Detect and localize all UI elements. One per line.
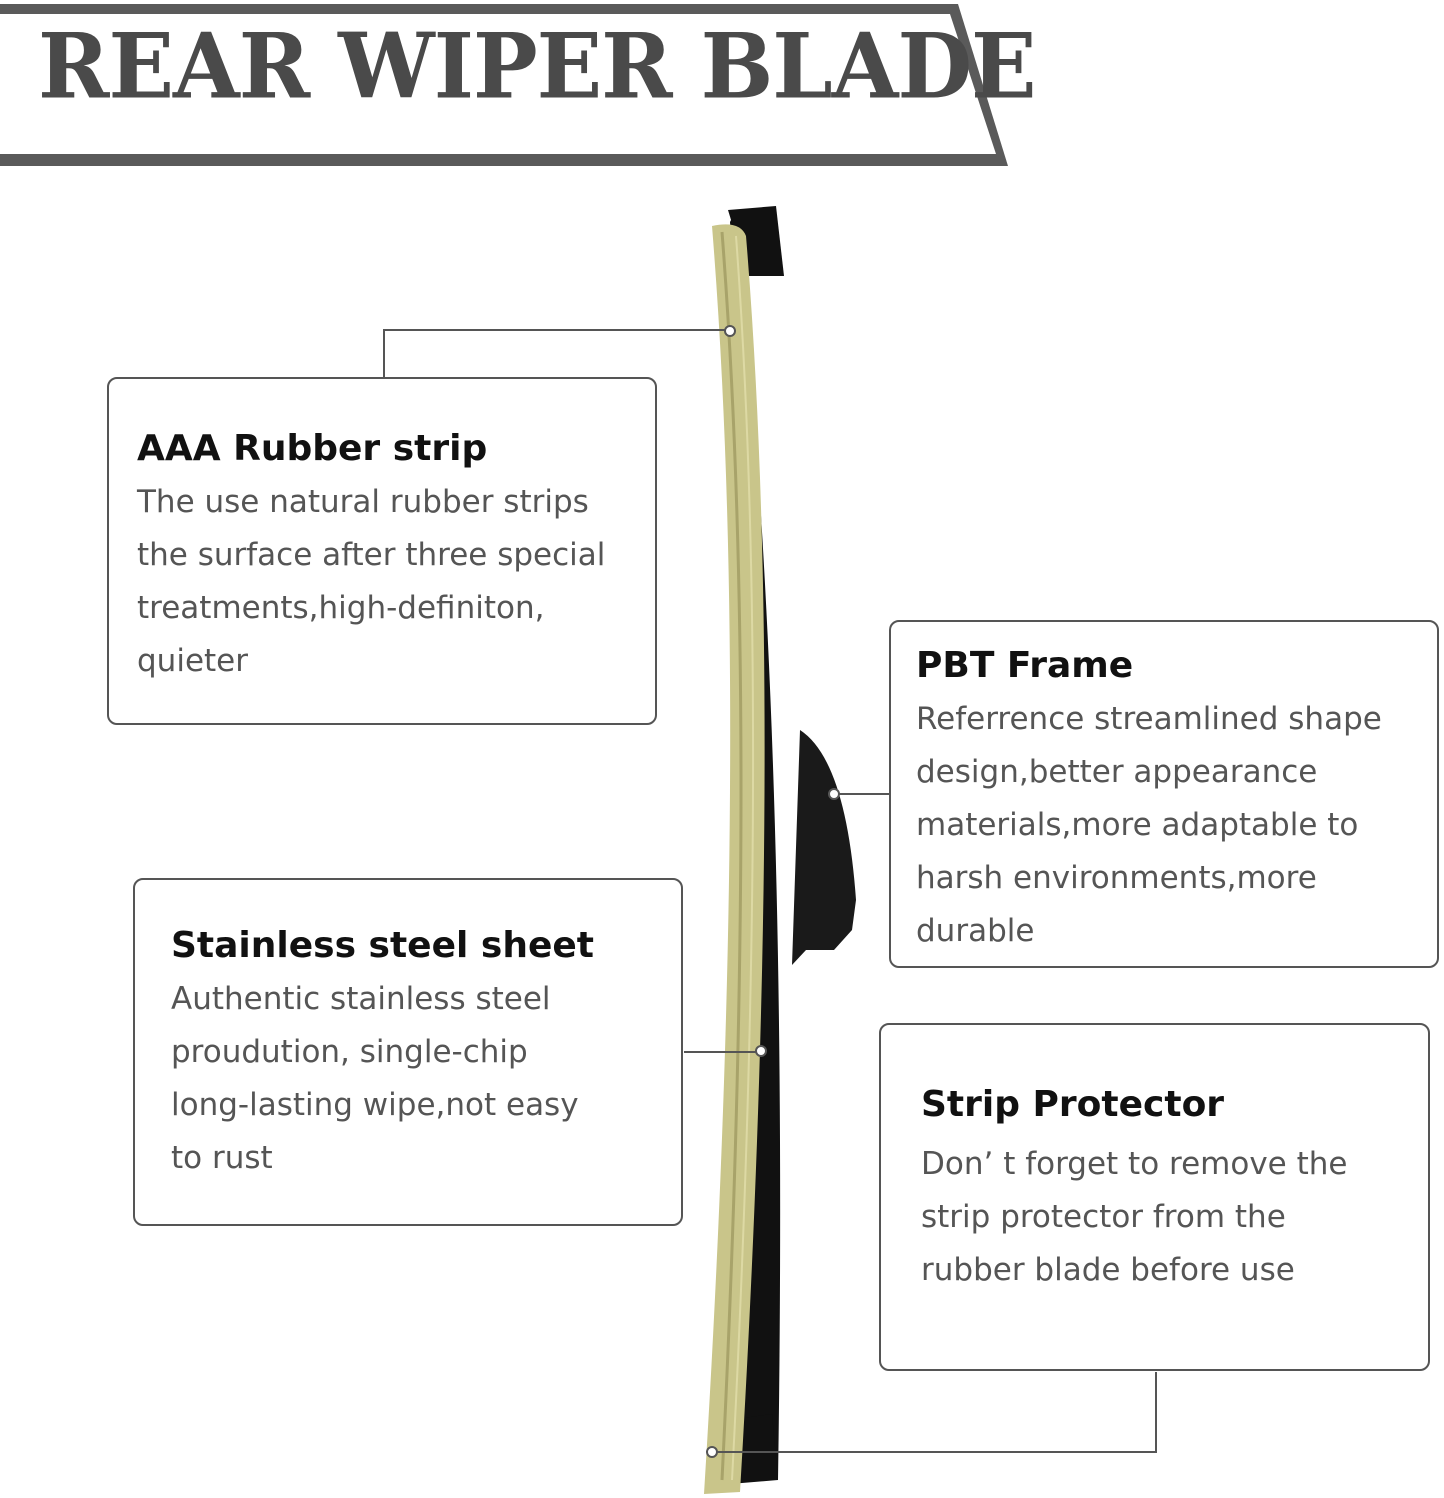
callout-pbt-frame: PBT Frame Referrence streamlined shape d… bbox=[889, 620, 1439, 968]
dot-frame bbox=[828, 788, 840, 800]
callout-body: Referrence streamlined shape design,bett… bbox=[916, 701, 1382, 950]
callout-strip-protector: Strip Protector Don’ t forget to remove … bbox=[879, 1023, 1430, 1371]
dot-steel bbox=[755, 1045, 767, 1057]
callout-body: Don’ t forget to remove the strip protec… bbox=[921, 1146, 1348, 1289]
frame-top-cap bbox=[728, 206, 784, 276]
callout-heading: PBT Frame bbox=[916, 645, 1134, 686]
rubber-strip bbox=[704, 224, 765, 1494]
callout-body: The use natural rubber strips the surfac… bbox=[137, 484, 606, 680]
callout-rubber-strip: AAA Rubber strip The use natural rubber … bbox=[107, 377, 657, 725]
connector-protector bbox=[712, 1372, 1157, 1453]
callout-heading: Stainless steel sheet bbox=[171, 925, 594, 966]
frame-connector bbox=[792, 730, 856, 965]
title-banner bbox=[0, 4, 1008, 166]
callout-heading: Strip Protector bbox=[921, 1084, 1225, 1125]
callout-heading: AAA Rubber strip bbox=[137, 428, 488, 469]
dot-protector bbox=[706, 1446, 718, 1458]
callout-body: Authentic stainless steel proudution, si… bbox=[171, 981, 579, 1177]
page-title: REAR WIPER BLADE bbox=[38, 13, 1037, 120]
callout-stainless-steel: Stainless steel sheet Authentic stainles… bbox=[133, 878, 683, 1226]
connector-rubber bbox=[383, 329, 728, 378]
dot-rubber bbox=[724, 325, 736, 337]
